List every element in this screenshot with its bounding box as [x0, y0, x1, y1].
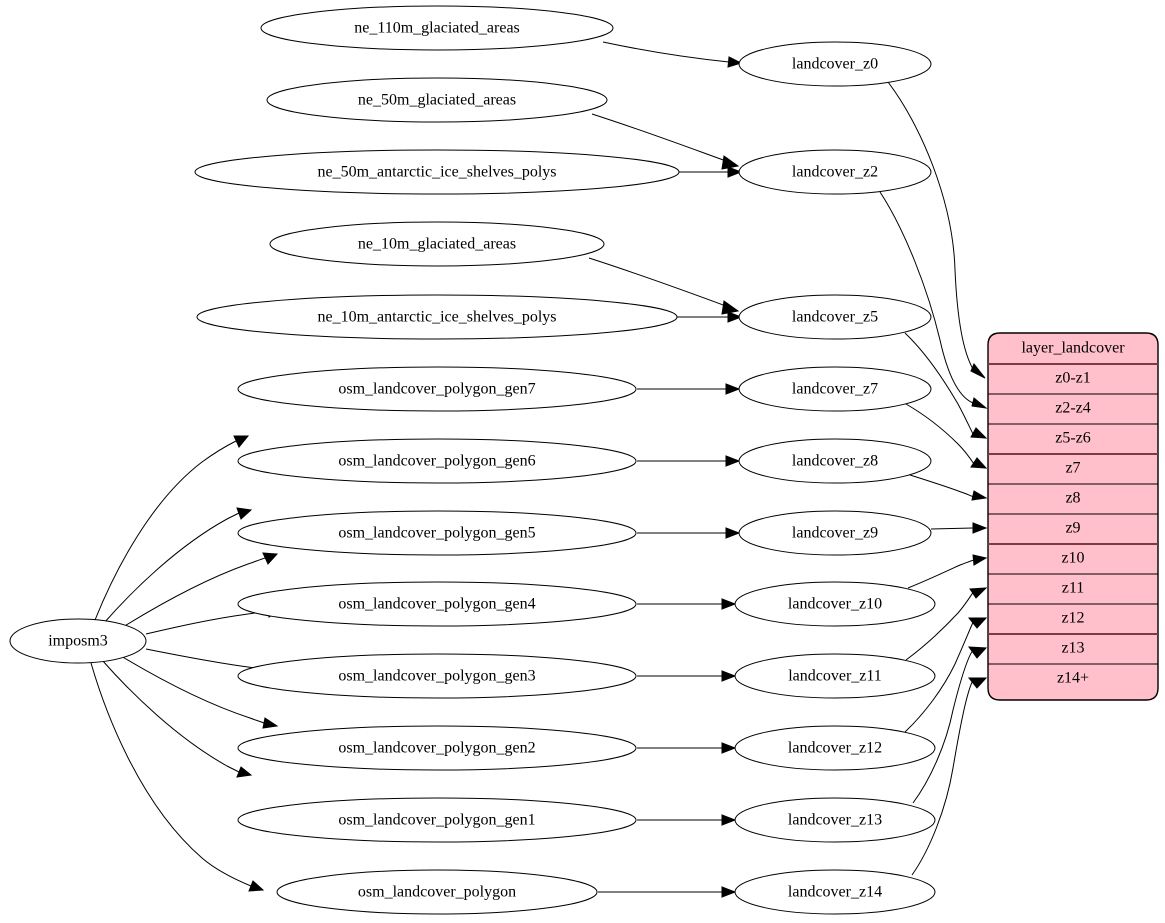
edge-gen5-to-z9	[637, 527, 741, 539]
node-label-osm-landcover-polygon-gen6: osm_landcover_polygon_gen6	[338, 453, 535, 470]
edge-imposm3-to-gen6	[103, 507, 253, 624]
node-osm-landcover-polygon-gen3[interactable]: osm_landcover_polygon_gen3	[237, 653, 637, 699]
node-osm-landcover-polygon-gen4[interactable]: osm_landcover_polygon_gen4	[237, 581, 637, 627]
table-row-z0-z1[interactable]: z0-z1	[1055, 370, 1091, 387]
table-row-z13[interactable]: z13	[1061, 640, 1084, 657]
edge-ne10mglac-to-z5	[588, 257, 740, 315]
edge-z0-to-row-z0z1	[887, 81, 986, 379]
node-ne-50m-glaciated-areas[interactable]: ne_50m_glaciated_areas	[266, 77, 608, 123]
table-row-z9[interactable]: z9	[1065, 520, 1080, 537]
edge-gen7-to-z7	[637, 383, 741, 395]
edge-ne50mant-to-z2	[679, 166, 743, 178]
node-label-osm-landcover-polygon-gen3: osm_landcover_polygon_gen3	[338, 668, 535, 685]
edge-gen2-to-z12	[637, 742, 737, 754]
node-label-ne-50m-antarctic-ice-shelves-polys: ne_50m_antarctic_ice_shelves_polys	[317, 164, 556, 181]
edge-imposm3-to-gen2	[120, 655, 279, 729]
node-landcover-z8[interactable]: landcover_z8	[738, 438, 932, 484]
layer-landcover-table[interactable]: layer_landcover z0-z1 z2-z4 z5-z6 z7 z8 …	[987, 332, 1159, 701]
node-label-landcover-z8: landcover_z8	[792, 453, 878, 470]
edge-imposm3-to-gen7	[94, 435, 250, 621]
node-landcover-z0[interactable]: landcover_z0	[738, 41, 932, 87]
node-label-ne-50m-glaciated-areas: ne_50m_glaciated_areas	[358, 92, 516, 109]
node-landcover-z11[interactable]: landcover_z11	[734, 653, 936, 699]
node-ne-10m-antarctic-ice-shelves-polys[interactable]: ne_10m_antarctic_ice_shelves_polys	[196, 294, 678, 340]
node-landcover-z7[interactable]: landcover_z7	[738, 366, 932, 412]
edge-gen1-to-z13	[637, 814, 737, 826]
edge-imposm3-to-gen1	[101, 659, 253, 778]
node-label-osm-landcover-polygon-gen7: osm_landcover_polygon_gen7	[338, 381, 535, 398]
node-label-landcover-z5: landcover_z5	[792, 309, 878, 326]
nodes-layer: imposm3 ne_110m_glaciated_areas ne_50m_g…	[9, 5, 936, 915]
table-body	[987, 332, 1159, 701]
edge-gen4-to-z10	[637, 598, 737, 610]
edge-z8-to-row-z8	[909, 474, 988, 501]
node-osm-landcover-polygon[interactable]: osm_landcover_polygon	[276, 869, 598, 915]
node-landcover-z5[interactable]: landcover_z5	[738, 294, 932, 340]
node-label-landcover-z10: landcover_z10	[788, 596, 882, 613]
node-label-landcover-z12: landcover_z12	[788, 740, 882, 757]
node-label-landcover-z11: landcover_z11	[788, 668, 882, 685]
table-row-z2-z4[interactable]: z2-z4	[1055, 400, 1091, 417]
node-ne-110m-glaciated-areas[interactable]: ne_110m_glaciated_areas	[260, 5, 614, 51]
edge-polygon-to-z14	[598, 886, 737, 898]
table-row-z12[interactable]: z12	[1061, 610, 1084, 627]
node-ne-10m-glaciated-areas[interactable]: ne_10m_glaciated_areas	[269, 221, 605, 267]
edge-imposm3-to-gen5	[122, 552, 279, 628]
node-ne-50m-antarctic-ice-shelves-polys[interactable]: ne_50m_antarctic_ice_shelves_polys	[194, 149, 680, 195]
node-label-landcover-z7: landcover_z7	[792, 381, 878, 398]
edge-z10-to-row-z10	[907, 554, 988, 589]
edge-z2-to-row-z2z4	[879, 191, 988, 409]
node-label-landcover-z13: landcover_z13	[788, 812, 882, 829]
node-osm-landcover-polygon-gen6[interactable]: osm_landcover_polygon_gen6	[237, 438, 637, 484]
node-label-osm-landcover-polygon: osm_landcover_polygon	[358, 884, 516, 901]
table-row-z5-z6[interactable]: z5-z6	[1055, 430, 1091, 447]
node-osm-landcover-polygon-gen2[interactable]: osm_landcover_polygon_gen2	[237, 725, 637, 771]
node-label-landcover-z2: landcover_z2	[792, 164, 878, 181]
edge-z9-to-row-z9	[930, 522, 988, 534]
edge-z13-to-row-z13	[912, 646, 988, 804]
node-label-imposm3: imposm3	[48, 633, 108, 650]
edge-z7-to-row-z7	[905, 403, 988, 469]
edge-z12-to-row-z12	[904, 617, 988, 733]
node-landcover-z13[interactable]: landcover_z13	[734, 797, 936, 843]
edge-ne50mglac-to-z2	[591, 113, 740, 170]
node-label-osm-landcover-polygon-gen4: osm_landcover_polygon_gen4	[338, 596, 535, 613]
node-landcover-z12[interactable]: landcover_z12	[734, 725, 936, 771]
node-label-ne-10m-glaciated-areas: ne_10m_glaciated_areas	[358, 236, 516, 253]
edge-z5-to-row-z5z6	[904, 332, 988, 439]
table-row-z8[interactable]: z8	[1065, 490, 1080, 507]
table-header-label: layer_landcover	[1021, 340, 1125, 357]
edge-gen3-to-z11	[637, 670, 737, 682]
table-row-z10[interactable]: z10	[1061, 550, 1084, 567]
table-row-z11[interactable]: z11	[1062, 580, 1085, 597]
node-label-landcover-z9: landcover_z9	[792, 525, 878, 542]
edge-ne110m-to-z0	[602, 41, 743, 68]
node-osm-landcover-polygon-gen1[interactable]: osm_landcover_polygon_gen1	[237, 797, 637, 843]
node-osm-landcover-polygon-gen7[interactable]: osm_landcover_polygon_gen7	[237, 366, 637, 412]
node-label-osm-landcover-polygon-gen2: osm_landcover_polygon_gen2	[338, 740, 535, 757]
node-landcover-z14[interactable]: landcover_z14	[734, 869, 936, 915]
edge-imposm3-to-polygon	[90, 662, 265, 892]
node-label-ne-110m-glaciated-areas: ne_110m_glaciated_areas	[354, 20, 520, 37]
node-label-osm-landcover-polygon-gen5: osm_landcover_polygon_gen5	[338, 525, 535, 542]
table-row-z14plus[interactable]: z14+	[1057, 670, 1089, 687]
node-label-landcover-z0: landcover_z0	[792, 56, 878, 73]
edge-ne10mant-to-z5	[677, 311, 743, 323]
edge-z14-to-row-z14plus	[911, 677, 988, 876]
edge-z11-to-row-z11	[905, 587, 988, 661]
node-label-osm-landcover-polygon-gen1: osm_landcover_polygon_gen1	[338, 812, 535, 829]
edge-gen6-to-z8	[637, 455, 741, 467]
table-row-z7[interactable]: z7	[1065, 460, 1080, 477]
node-imposm3[interactable]: imposm3	[9, 618, 147, 664]
edges-layer	[90, 41, 988, 898]
node-landcover-z10[interactable]: landcover_z10	[734, 581, 936, 627]
node-label-landcover-z14: landcover_z14	[788, 884, 882, 901]
node-landcover-z9[interactable]: landcover_z9	[738, 510, 932, 556]
node-osm-landcover-polygon-gen5[interactable]: osm_landcover_polygon_gen5	[237, 510, 637, 556]
node-label-ne-10m-antarctic-ice-shelves-polys: ne_10m_antarctic_ice_shelves_polys	[317, 309, 556, 326]
node-landcover-z2[interactable]: landcover_z2	[738, 149, 932, 195]
